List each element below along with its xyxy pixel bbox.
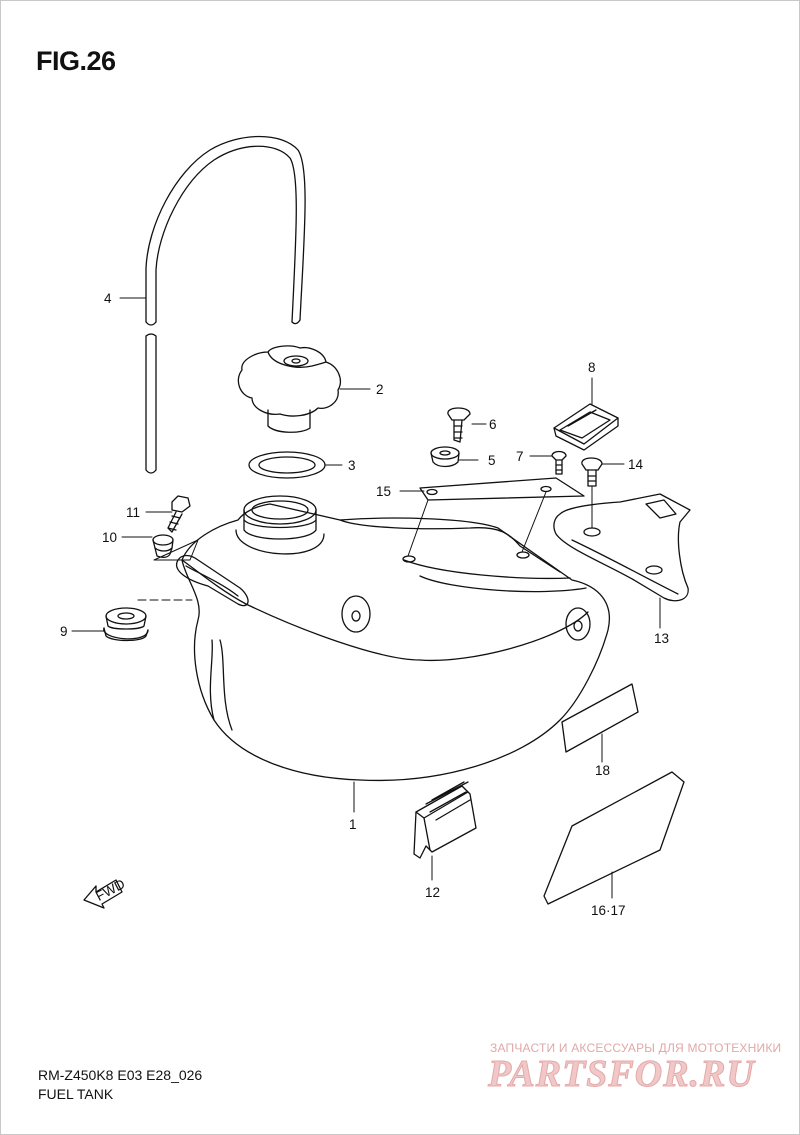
callout-3: 3 (348, 458, 356, 473)
part-13-bracket[interactable] (553, 493, 691, 602)
part-18-pad[interactable] (561, 683, 639, 753)
part-10-collar[interactable] (152, 534, 174, 558)
callout-15: 15 (376, 484, 391, 499)
callout-7: 7 (516, 449, 524, 464)
callout-18: 18 (595, 763, 610, 778)
part-15-plate[interactable] (419, 477, 585, 501)
callout-8: 8 (588, 360, 596, 375)
part-16-17-pad[interactable] (543, 771, 685, 905)
part-3-cap-gasket[interactable] (248, 451, 326, 479)
part-5-collar[interactable] (430, 446, 460, 468)
callout-9: 9 (60, 624, 68, 639)
callout-2: 2 (376, 382, 384, 397)
callout-labels: 4 2 3 6 5 7 14 8 15 11 10 9 13 1 18 12 1… (60, 291, 669, 918)
part-11-bolt[interactable] (167, 495, 191, 533)
part-8-clip[interactable] (553, 403, 619, 451)
part-4-breather-hose[interactable] (145, 135, 306, 474)
callout-16-17: 16·17 (591, 903, 626, 918)
callout-5: 5 (488, 453, 496, 468)
part-7-screw[interactable] (551, 450, 567, 475)
callout-10: 10 (102, 530, 117, 545)
callout-4: 4 (104, 291, 112, 306)
callout-11: 11 (126, 505, 140, 520)
part-9-grommet[interactable] (103, 607, 149, 642)
part-1-fuel-tank[interactable] (176, 495, 610, 782)
watermark-tagline: ЗАПЧАСТИ И АКСЕССУАРЫ ДЛЯ МОТОТЕХНИКИ (490, 1041, 782, 1055)
callout-6: 6 (489, 417, 497, 432)
part-6-screw[interactable] (447, 407, 471, 443)
part-14-bolt[interactable] (581, 457, 603, 487)
fwd-arrow (83, 879, 123, 909)
leader-lines (71, 297, 661, 899)
fwd-arrow-label: FWD (93, 876, 127, 904)
figure-title: FIG.26 (36, 46, 116, 76)
callout-14: 14 (628, 457, 644, 472)
callout-1: 1 (349, 817, 357, 832)
model-code: RM-Z450K8 E03 E28_026 (38, 1067, 203, 1083)
section-name: FUEL TANK (38, 1086, 114, 1102)
part-2-fuel-cap[interactable] (237, 345, 341, 433)
watermark-logo: PARTSFOR.RU (488, 1053, 755, 1096)
callout-13: 13 (654, 631, 669, 646)
callout-12: 12 (425, 885, 440, 900)
part-12-cushion[interactable] (413, 781, 477, 859)
